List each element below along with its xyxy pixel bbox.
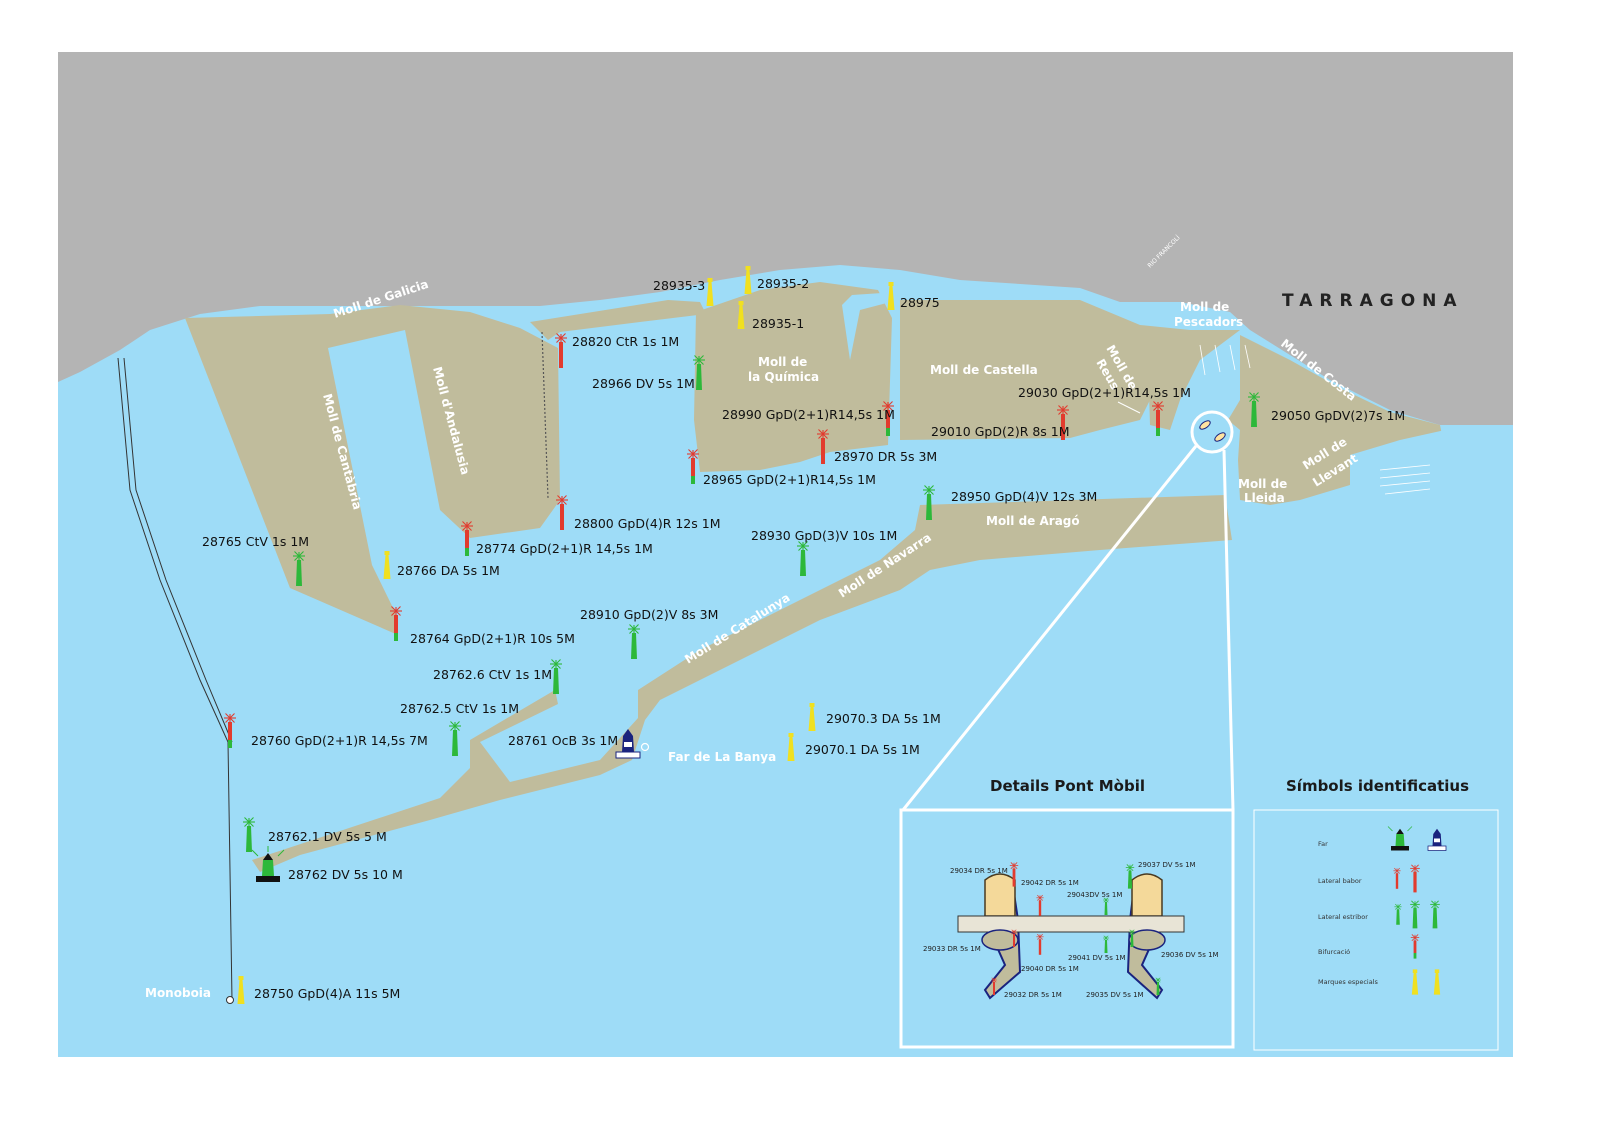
- light-label: 28762 DV 5s 10 M: [288, 867, 403, 882]
- light-label: 28930 GpD(3)V 10s 1M: [751, 528, 897, 543]
- light-label: 28762.6 CtV 1s 1M: [433, 667, 552, 682]
- lighthouse-icon: [615, 729, 650, 759]
- light-labels: 28935-3 28935-2 28935-1 28975 28820 CtR …: [202, 276, 1405, 1001]
- detail-title: Details Pont Mòbil: [990, 777, 1145, 795]
- legend-items: Far Lateral babor Lateral estribor Bifur…: [1318, 840, 1379, 986]
- light-label: 28910 GpD(2)V 8s 3M: [580, 607, 718, 622]
- light-label: 29030 GpD(2+1)R14,5s 1M: [1018, 385, 1191, 400]
- light-label: 28800 GpD(4)R 12s 1M: [574, 516, 720, 531]
- pier-arago-label: Moll de Aragó: [986, 514, 1080, 528]
- pier-castella-label: Moll de Castella: [930, 363, 1038, 377]
- detail-label: 29033 DR 5s 1M: [923, 945, 981, 953]
- city-label: TARRAGONA: [1282, 291, 1464, 311]
- pipeline: [117, 357, 234, 1004]
- harbour-structures: [1199, 344, 1431, 495]
- detail-label: 29034 DR 5s 1M: [950, 867, 1008, 875]
- light-label: 28965 GpD(2+1)R14,5s 1M: [703, 472, 876, 487]
- detail-label: 29043DV 5s 1M: [1067, 891, 1122, 899]
- pier-pescadors-label-1: Moll de: [1180, 300, 1229, 314]
- light-label: 28765 CtV 1s 1M: [202, 534, 309, 549]
- lighthouse-icon: [1427, 828, 1447, 851]
- pier-pescadors-label-2: Pescadors: [1174, 315, 1243, 329]
- land: [58, 52, 1513, 425]
- far-banya-label: Far de La Banya: [668, 750, 776, 764]
- light-label: 28760 GpD(2+1)R 14,5s 7M: [251, 733, 428, 748]
- light-label: 28950 GpD(4)V 12s 3M: [951, 489, 1097, 504]
- legend-label: Lateral estribor: [1318, 913, 1368, 921]
- light-label: 28762.5 CtV 1s 1M: [400, 701, 519, 716]
- detail-label: 29040 DR 5s 1M: [1021, 965, 1079, 973]
- light-label: 28975: [900, 295, 940, 310]
- legend-label: Far: [1318, 840, 1328, 848]
- detail-label: 29041 DV 5s 1M: [1068, 954, 1126, 962]
- monoboia-label: Monoboia: [145, 986, 211, 1000]
- light-label: 28750 GpD(4)A 11s 5M: [254, 986, 400, 1001]
- pier-quimica-label-1: Moll de: [758, 355, 807, 369]
- detail-label: 29036 DV 5s 1M: [1161, 951, 1219, 959]
- piers: [185, 282, 1450, 872]
- light-label: 28766 DA 5s 1M: [397, 563, 500, 578]
- legend-label: Lateral babor: [1318, 877, 1362, 885]
- detail-callout: [901, 401, 1235, 811]
- pier-quimica-label-2: la Química: [748, 370, 819, 384]
- light-label: 28935-1: [752, 316, 804, 331]
- lighthouse-icon: [1387, 826, 1413, 851]
- legend-symbols: [1387, 826, 1447, 995]
- light-label: 28970 DR 5s 3M: [834, 449, 937, 464]
- light-label: 28935-3: [653, 278, 705, 293]
- light-label: 28990 GpD(2+1)R14,5s 1M: [722, 407, 895, 422]
- light-label: 28764 GpD(2+1)R 10s 5M: [410, 631, 575, 646]
- light-label: 28820 CtR 1s 1M: [572, 334, 679, 349]
- lighthouse-icon: [251, 846, 285, 882]
- legend-title: Símbols identificatius: [1286, 777, 1469, 795]
- light-label: 29070.1 DA 5s 1M: [805, 742, 920, 757]
- light-label: 29010 GpD(2)R 8s 1M: [931, 424, 1070, 439]
- light-label: 29070.3 DA 5s 1M: [826, 711, 941, 726]
- legend-panel: [1253, 809, 1499, 1051]
- pier-lleida-label-1: Moll de: [1238, 477, 1287, 491]
- legend-label: Marques especials: [1318, 978, 1379, 986]
- light-label: 28762.1 DV 5s 5 M: [268, 829, 387, 844]
- light-label: 28966 DV 5s 1M: [592, 376, 695, 391]
- light-label: 28761 OcB 3s 1M: [508, 733, 618, 748]
- light-label: 28935-2: [757, 276, 809, 291]
- detail-drawing: [957, 873, 1185, 1000]
- detail-label: 29037 DV 5s 1M: [1138, 861, 1196, 869]
- light-label: 28774 GpD(2+1)R 14,5s 1M: [476, 541, 653, 556]
- detail-label: 29032 DR 5s 1M: [1004, 991, 1062, 999]
- pier-lleida-label-2: Lleida: [1244, 491, 1285, 505]
- light-label: 29050 GpDV(2)7s 1M: [1271, 408, 1405, 423]
- detail-label: 29035 DV 5s 1M: [1086, 991, 1144, 999]
- detail-label: 29042 DR 5s 1M: [1021, 879, 1079, 887]
- legend-label: Bifurcació: [1318, 948, 1350, 956]
- detail-labels: 29034 DR 5s 1M 29042 DR 5s 1M 29043DV 5s…: [923, 861, 1219, 999]
